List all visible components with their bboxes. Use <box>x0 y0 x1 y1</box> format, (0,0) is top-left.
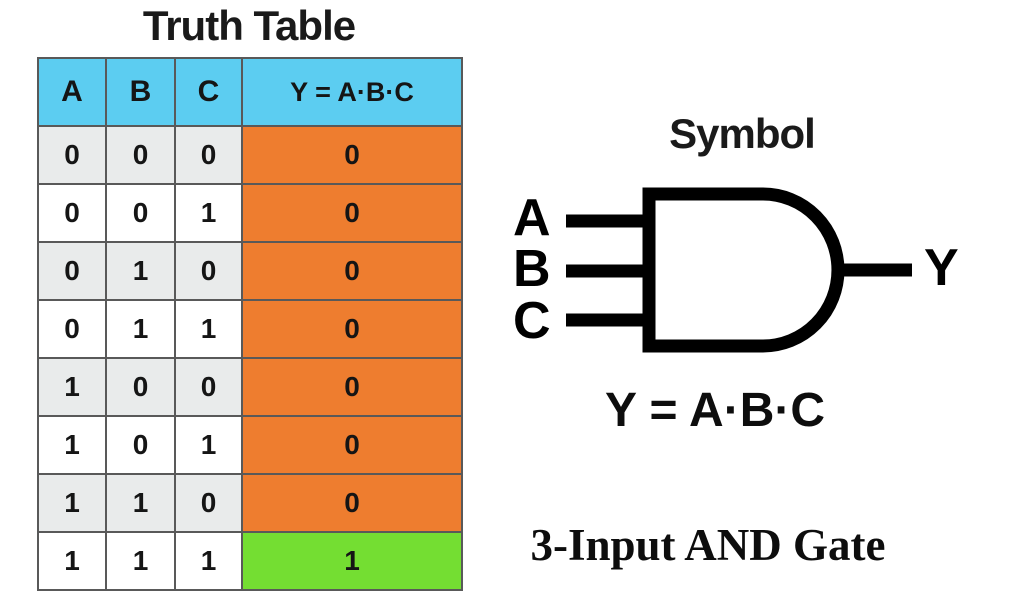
cell-a: 1 <box>37 473 107 533</box>
header-cell-c: C <box>174 57 243 127</box>
cell-y: 0 <box>241 473 463 533</box>
truth-table-header: A B C Y = A·B·C <box>37 57 463 127</box>
input-label-b: B <box>513 240 551 298</box>
boolean-equation: Y = A·B·C <box>604 384 826 437</box>
cell-c: 0 <box>174 357 243 417</box>
cell-a: 0 <box>37 299 107 359</box>
cell-c: 0 <box>174 241 243 301</box>
cell-b: 0 <box>105 415 176 475</box>
cell-b: 0 <box>105 357 176 417</box>
input-label-a: A <box>513 189 551 247</box>
cell-b: 0 <box>105 183 176 243</box>
header-row: A B C Y = A·B·C <box>37 57 463 127</box>
table-row: 1 1 1 1 <box>37 531 463 591</box>
cell-y: 0 <box>241 415 463 475</box>
cell-a: 1 <box>37 415 107 475</box>
table-row: 0 0 1 0 <box>37 183 463 243</box>
cell-y: 0 <box>241 241 463 301</box>
symbol-title: Symbol <box>669 110 816 157</box>
cell-a: 0 <box>37 183 107 243</box>
cell-c: 1 <box>174 531 243 591</box>
cell-c: 1 <box>174 415 243 475</box>
table-row: 0 1 1 0 <box>37 299 463 359</box>
cell-y: 0 <box>241 299 463 359</box>
cell-b: 1 <box>105 473 176 533</box>
cell-b: 1 <box>105 531 176 591</box>
cell-c: 0 <box>174 473 243 533</box>
cell-y: 1 <box>241 531 463 591</box>
cell-y: 0 <box>241 125 463 185</box>
output-label-y: Y <box>924 239 959 297</box>
cell-b: 1 <box>105 299 176 359</box>
cell-y: 0 <box>241 357 463 417</box>
input-label-c: C <box>513 292 551 350</box>
cell-a: 0 <box>37 241 107 301</box>
header-cell-b: B <box>105 57 176 127</box>
header-cell-y: Y = A·B·C <box>241 57 463 127</box>
table-row: 0 0 0 0 <box>37 125 463 185</box>
cell-c: 1 <box>174 299 243 359</box>
table-row: 1 0 1 0 <box>37 415 463 475</box>
cell-y: 0 <box>241 183 463 243</box>
table-row: 1 1 0 0 <box>37 473 463 533</box>
truth-table-title: Truth Table <box>142 2 356 49</box>
cell-a: 1 <box>37 531 107 591</box>
cell-c: 0 <box>174 125 243 185</box>
diagram-caption: 3-Input AND Gate <box>530 520 886 570</box>
cell-a: 1 <box>37 357 107 417</box>
and-gate-body <box>642 187 845 353</box>
header-cell-a: A <box>37 57 107 127</box>
table-row: 0 1 0 0 <box>37 241 463 301</box>
table-row: 1 0 0 0 <box>37 357 463 417</box>
cell-b: 1 <box>105 241 176 301</box>
cell-a: 0 <box>37 125 107 185</box>
cell-b: 0 <box>105 125 176 185</box>
cell-c: 1 <box>174 183 243 243</box>
truth-table: A B C Y = A·B·C 0 0 0 0 0 0 1 0 0 1 <box>37 57 463 591</box>
truth-table-body: 0 0 0 0 0 0 1 0 0 1 0 0 0 1 1 0 <box>37 125 463 591</box>
